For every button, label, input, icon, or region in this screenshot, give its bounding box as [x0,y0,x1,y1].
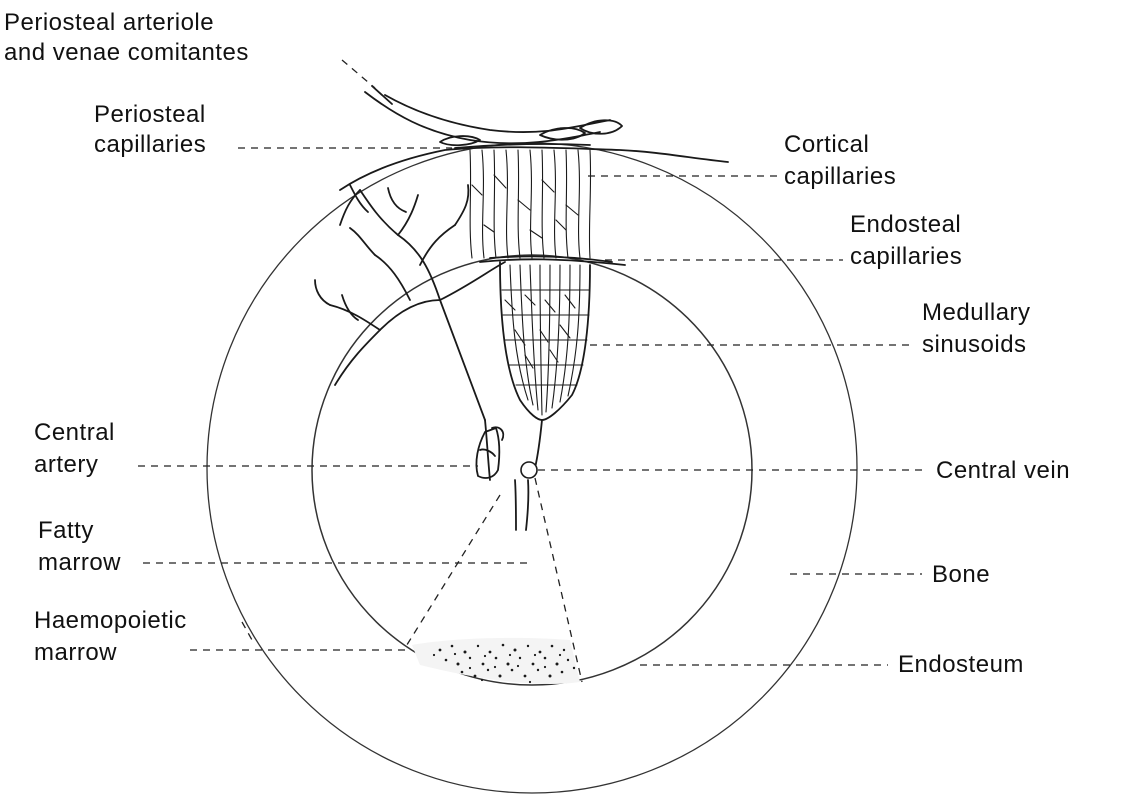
label-cortical-capillaries-line1: Cortical [784,131,869,158]
label-haemopoietic-marrow-line2: marrow [34,639,117,666]
medullary-sinusoids [500,262,590,420]
labels: Periosteal arteriole and venae comitante… [4,9,1070,678]
label-fatty-marrow-line1: Fatty [38,517,94,544]
central-vein [521,462,537,478]
label-central-vein: Central vein [936,457,1070,484]
leader-periosteal-arteriole [342,60,375,88]
label-fatty-marrow-line2: marrow [38,549,121,576]
label-bone: Bone [932,561,990,588]
label-periosteal-capillaries-line1: Periosteal [94,101,206,128]
label-central-artery-line2: artery [34,451,98,478]
label-medullary-sinusoids-line2: sinusoids [922,331,1027,358]
label-endosteal-capillaries-line1: Endosteal [850,211,961,238]
periosteal-arteriole-bundle [340,86,728,190]
cortical-capillaries [470,150,591,258]
marrow-wedge-outline [405,495,500,648]
label-haemopoietic-marrow-line1: Haemopoietic [34,607,187,634]
haemopoietic-marrow-region [412,638,580,684]
label-endosteal-capillaries-line2: capillaries [850,243,962,270]
label-cortical-capillaries-line2: capillaries [784,163,896,190]
nutrient-artery-branches [315,185,505,420]
label-periosteal-arteriole-line2: and venae comitantes [4,39,249,66]
label-medullary-sinusoids-line1: Medullary [922,299,1031,326]
label-central-artery-line1: Central [34,419,115,446]
label-endosteum: Endosteum [898,651,1024,678]
label-periosteal-capillaries-line2: capillaries [94,131,206,158]
label-periosteal-arteriole-line1: Periosteal arteriole [4,9,214,36]
